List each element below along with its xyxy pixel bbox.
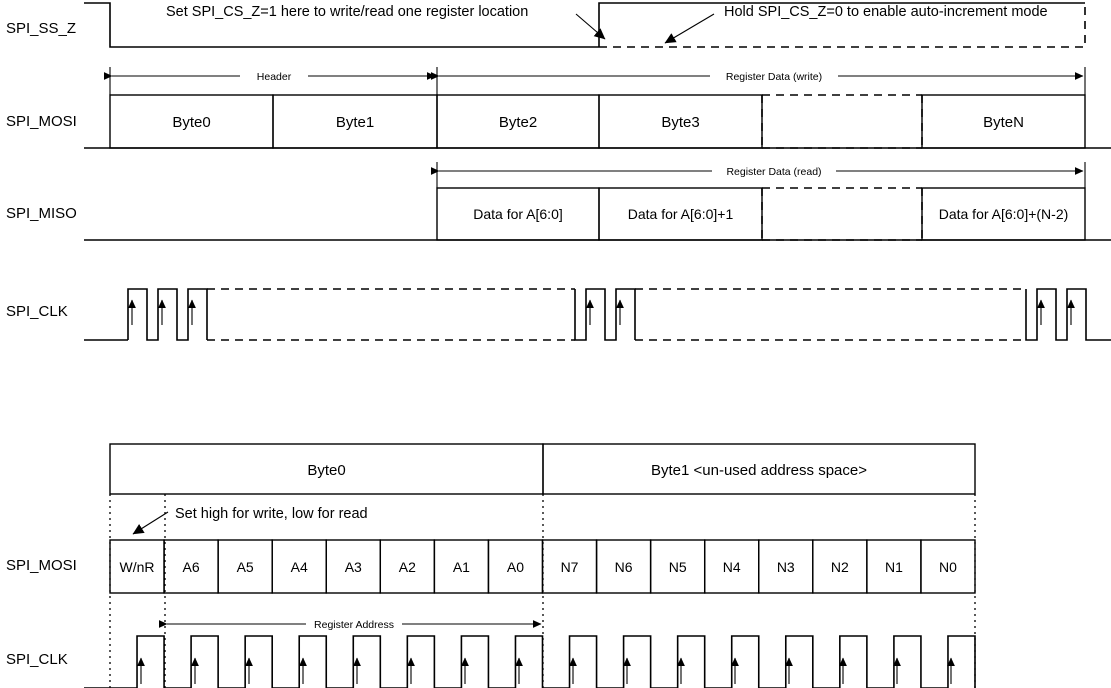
miso-cell-1	[598, 187, 763, 241]
bit-cell-label-4: A3	[345, 559, 362, 575]
mosi-cell-label-0: Byte0	[172, 114, 210, 131]
signal-label-spi-clk-top: SPI_CLK	[6, 303, 68, 320]
clk-top-edge-arrows	[128, 299, 1075, 325]
signal-label-spi-ss-z: SPI_SS_Z	[6, 20, 76, 37]
dim-label-bg-write	[710, 69, 838, 83]
clk-top-pulses-1	[127, 288, 208, 341]
waveform-spi-clk-bottom	[84, 635, 976, 688]
bit-cell-label-15: N0	[939, 559, 957, 575]
bit-cell-label-5: A2	[399, 559, 416, 575]
mosi-cell-label-1: Byte1	[336, 114, 374, 131]
miso-cell-label-1: Data for A[6:0]+1	[628, 206, 734, 222]
miso-cell-3	[921, 187, 1086, 241]
annotation-write-read-one-register: Set SPI_CS_Z=1 here to write/read one re…	[166, 4, 528, 20]
dim-label-register-data-write: Register Data (write)	[726, 71, 822, 83]
byte-header-box-1	[542, 443, 976, 495]
signal-label-spi-mosi-bottom: SPI_MOSI	[6, 557, 77, 574]
bit-cell-label-12: N3	[777, 559, 795, 575]
annotation-arrow-2	[664, 13, 715, 44]
mosi-cell-label-2: Byte2	[499, 114, 537, 131]
dim-label-bg-read	[712, 164, 836, 178]
bit-cell-label-13: N2	[831, 559, 849, 575]
clk-top-dashed-2	[635, 288, 1026, 341]
bit-cell-label-10: N5	[669, 559, 687, 575]
waveform-spi-ss-z-dashed	[599, 3, 1086, 48]
mosi-cell-5	[921, 94, 1086, 149]
waveform-spi-ss-z-solid	[84, 2, 599, 48]
dim-label-register-address: Register Address	[314, 619, 394, 631]
signal-label-spi-clk-bottom: SPI_CLK	[6, 651, 68, 668]
bit-cell-label-8: N7	[561, 559, 579, 575]
dim-label-bg-register-address	[306, 617, 402, 631]
bit-cell-label-2: A5	[237, 559, 254, 575]
miso-cell-2-dashed	[761, 187, 923, 241]
miso-cell-label-0: Data for A[6:0]	[473, 206, 563, 222]
bit-cell-label-9: N6	[615, 559, 633, 575]
dim-label-bg-header	[240, 69, 308, 83]
mosi-cell-label-5: ByteN	[983, 114, 1024, 131]
bit-cell-label-0: W/nR	[120, 559, 155, 575]
bit-cell-label-6: A1	[453, 559, 470, 575]
miso-cell-label-3: Data for A[6:0]+(N-2)	[939, 206, 1069, 222]
bit-cell-label-11: N4	[723, 559, 741, 575]
bit-cell-label-1: A6	[183, 559, 200, 575]
dim-label-register-data-read: Register Data (read)	[726, 166, 821, 178]
annotation-auto-increment-mode: Hold SPI_CS_Z=0 to enable auto-increment…	[724, 4, 1048, 20]
annotation-write-read-bit-note: Set high for write, low for read	[175, 506, 368, 522]
signal-label-spi-mosi-top: SPI_MOSI	[6, 113, 77, 130]
clk-top-dashed-1	[207, 288, 575, 341]
clk-bottom-edge-arrows	[137, 657, 955, 684]
bit-cell-label-3: A4	[291, 559, 308, 575]
mosi-cell-3	[598, 94, 763, 149]
byte-header-label-0: Byte0	[307, 462, 345, 479]
clk-top-pulses-3	[1025, 288, 1111, 341]
bit-cell-label-7: A0	[507, 559, 524, 575]
bit-cell-row: W/nR A6 A5 A4 A3 A2 A1 A0 N7 N6 N5 N4 N3…	[109, 539, 976, 594]
dim-label-header: Header	[257, 71, 292, 83]
bit-cell-label-14: N1	[885, 559, 903, 575]
byte-header-label-1: Byte1 <un-used address space>	[651, 462, 867, 479]
mosi-cell-4-dashed	[761, 94, 923, 149]
annotation-arrow-3	[132, 511, 169, 535]
clk-top-pulses-2	[574, 288, 636, 341]
annotation-arrow-1	[575, 13, 606, 40]
signal-label-spi-miso: SPI_MISO	[6, 205, 77, 222]
mosi-cell-label-3: Byte3	[661, 114, 699, 131]
bit-cell-15	[920, 539, 976, 594]
